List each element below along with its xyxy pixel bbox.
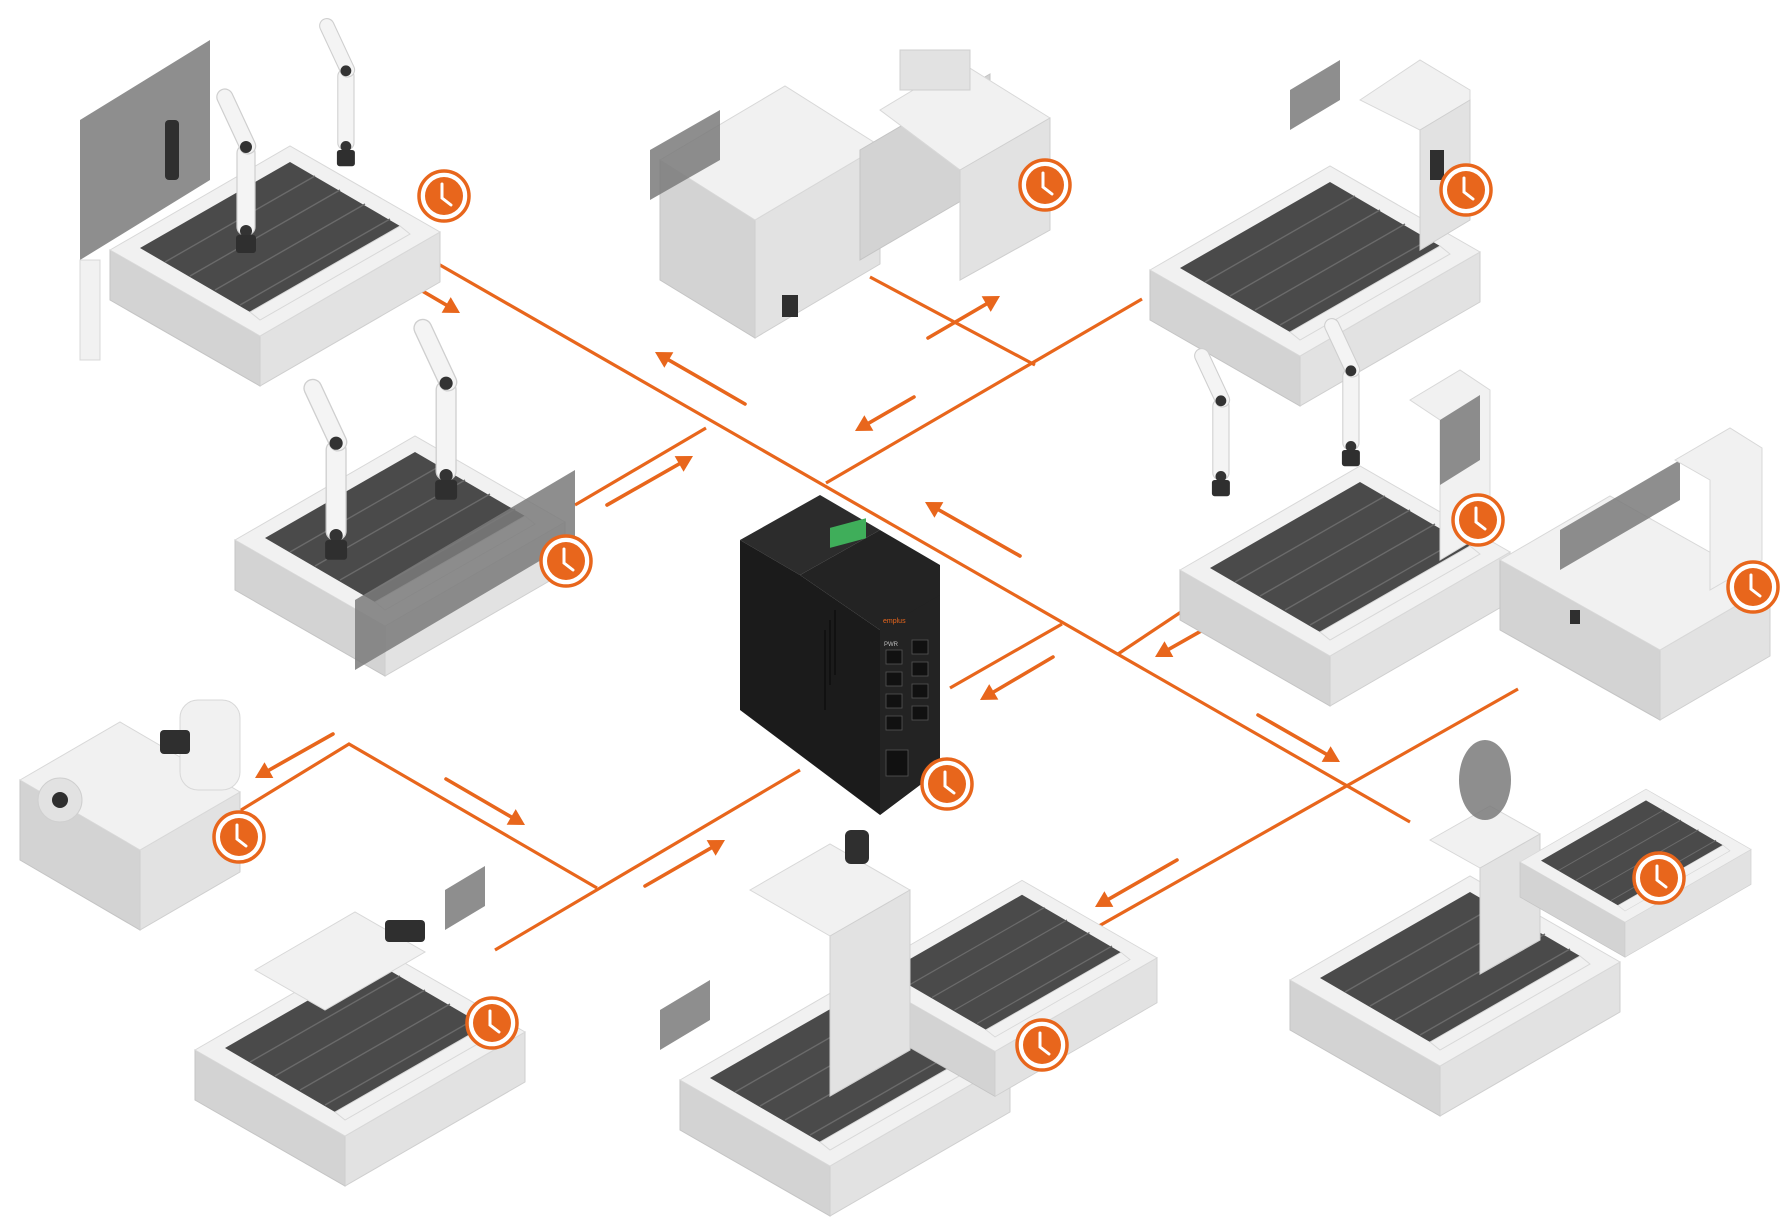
clock-icon [1439,163,1493,217]
machine-hopper-conveyor-bottom-right[interactable] [1289,740,1752,1117]
arrow-icon [444,777,525,825]
machine-spindle-left[interactable] [19,699,241,931]
clock-icon [465,996,519,1050]
clock-badges [212,158,1780,1072]
arrow-icon [1095,858,1179,907]
machine-robotic-conveyor-top-left[interactable] [79,15,441,387]
link-bottomleft-to-switch [494,768,801,952]
link-right-switch-stub [949,622,1063,690]
arrow-icon [255,732,335,778]
switch-ports [885,639,929,777]
link-lathe-to-bottom-center [1029,687,1519,967]
clock-icon [1015,1018,1069,1072]
machine-cnc-enclosure-top-center[interactable] [650,49,1051,339]
arrow-icon [926,296,1000,340]
connection-lines [232,209,1519,967]
clock-icon [1632,851,1686,905]
link-topcenter-drop [869,275,1036,367]
flow-arrows [255,266,1340,907]
arrow-icon [655,352,747,406]
clock-icon [212,810,266,864]
arrow-icon [925,502,1022,558]
link-topleft-to-lowerright [345,209,1411,824]
machine-dual-robot-conveyor-left[interactable] [234,315,575,677]
clock-icon [1451,493,1505,547]
machine-inspection-conveyor-bottom-left[interactable] [194,866,526,1187]
clock-icon [1018,158,1072,212]
link-left-mid [574,426,707,507]
clock-icon [539,534,593,588]
switch-brand-label: emplus [883,618,906,625]
clock-icon [920,757,974,811]
switch-vent-slots [824,610,836,710]
arrow-icon [855,395,916,431]
switch-pwr-label: PWR [884,642,899,648]
clock-icon [417,169,471,223]
arrow-icon [1256,713,1340,762]
arrow-icon [643,840,725,888]
clock-icon [1726,560,1780,614]
industrial-switch[interactable]: emplus PWR [740,495,940,815]
machine-vision-conveyor-bottom-center[interactable] [660,830,1158,1217]
arrow-icon [980,655,1055,700]
link-lowerleft [232,742,598,890]
arrow-icon [605,456,693,507]
machine-lathe-far-right[interactable] [1498,427,1772,721]
link-topright-to-switch [825,297,1143,485]
